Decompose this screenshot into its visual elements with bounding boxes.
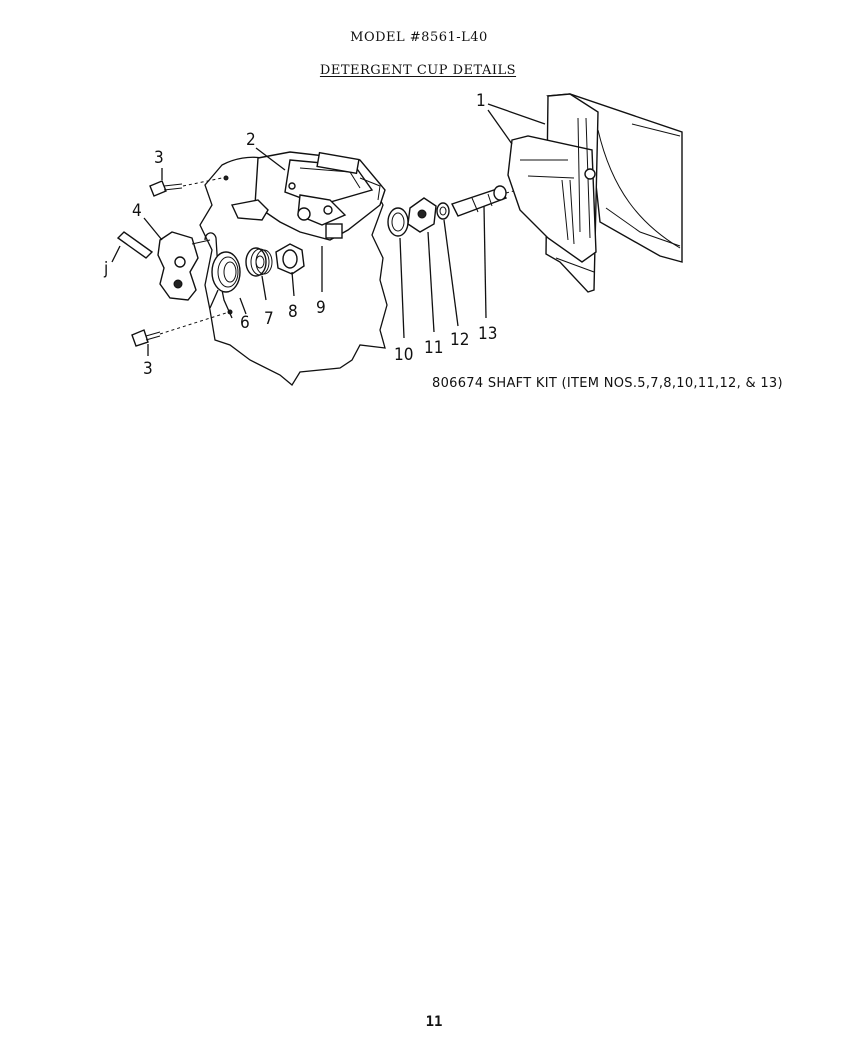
leader-11 xyxy=(427,231,435,333)
model-title: MODEL #8561-L40 xyxy=(350,30,488,45)
callout-4: 4 xyxy=(132,201,142,221)
screw-hole-upper xyxy=(223,175,229,181)
callout-5: j xyxy=(103,259,108,279)
bushing xyxy=(407,197,437,233)
leader-4 xyxy=(143,217,163,241)
detergent-cup-body xyxy=(230,151,386,241)
pin xyxy=(116,231,154,259)
leader-2 xyxy=(255,147,286,171)
cup-cover-assembly xyxy=(507,93,683,293)
screw-lower xyxy=(131,329,161,347)
callout-3-upper: 3 xyxy=(154,148,164,168)
leader-6 xyxy=(239,297,247,315)
callout-8: 8 xyxy=(288,302,298,322)
diagram-title: DETERGENT CUP DETAILS xyxy=(319,63,517,78)
callout-11: 11 xyxy=(424,338,443,358)
shaft-kit-note: 806674 SHAFT KIT (ITEM NOS.5,7,8,10,11,1… xyxy=(432,376,783,391)
callout-13: 13 xyxy=(478,324,497,344)
callout-6: 6 xyxy=(240,313,250,333)
callout-10: 10 xyxy=(394,345,413,365)
latch-lever xyxy=(157,231,211,301)
callout-2: 2 xyxy=(246,130,256,150)
callout-12: 12 xyxy=(450,330,469,350)
washer xyxy=(436,202,450,220)
hex-nut xyxy=(275,243,305,275)
callout-7: 7 xyxy=(264,309,274,329)
torsion-spring xyxy=(209,251,241,309)
screw-lower-axis xyxy=(159,312,227,335)
leader-10 xyxy=(399,237,405,339)
callout-3-lower: 3 xyxy=(143,359,153,379)
seal-ring xyxy=(387,207,409,237)
callout-9: 9 xyxy=(316,298,326,318)
page-number: 11 xyxy=(425,1014,443,1030)
screw-upper xyxy=(149,180,183,197)
leader-1-lower xyxy=(487,109,513,145)
leader-13 xyxy=(483,205,487,319)
coil-spring xyxy=(245,247,273,277)
callout-1: 1 xyxy=(476,91,486,111)
door-panel-outline xyxy=(199,156,388,386)
screw-upper-axis xyxy=(182,177,223,187)
leader-7 xyxy=(261,275,267,301)
leader-lines xyxy=(111,103,546,356)
leader-12 xyxy=(443,219,459,327)
leader-8 xyxy=(291,271,295,297)
shaft xyxy=(451,181,549,217)
leader-1-upper xyxy=(487,103,546,125)
leader-5 xyxy=(111,245,121,263)
